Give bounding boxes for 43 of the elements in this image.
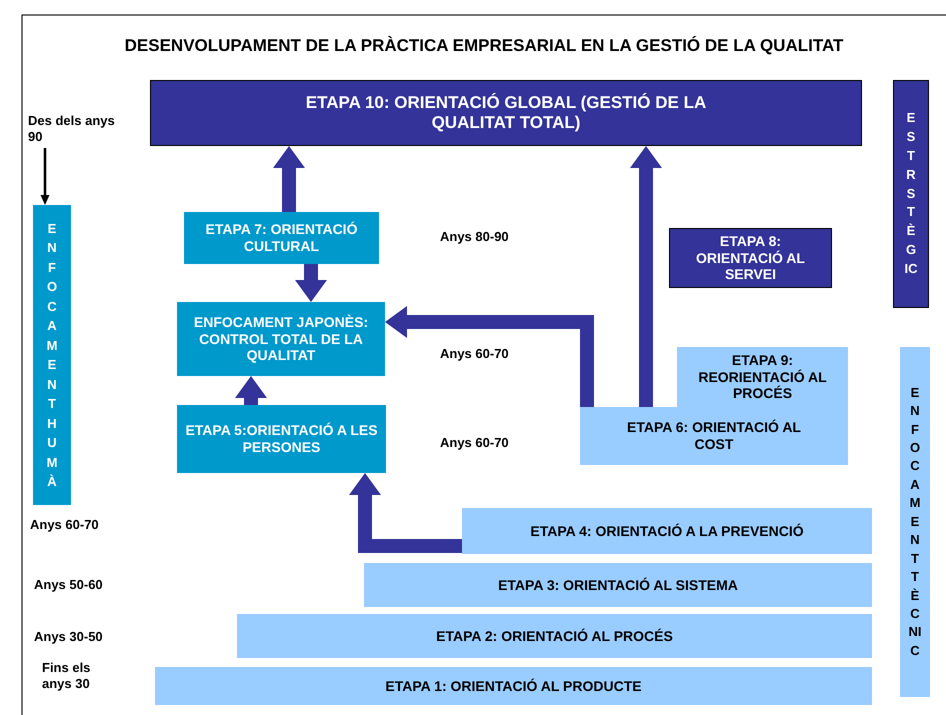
- thick-arrow: [295, 264, 327, 302]
- stage-box: [580, 407, 848, 465]
- stage-box: [184, 212, 379, 264]
- stage-label: ETAPA 3: ORIENTACIÓ AL SISTEMA: [498, 576, 738, 594]
- stage-box: [155, 667, 872, 705]
- period-label: Anys 30-50: [34, 629, 103, 645]
- diagram-title: DESENVOLUPAMENT DE LA PRÀCTICA EMPRESARIAL EN LA GESTIÓ DE LA QUALITAT: [124, 36, 844, 56]
- stage-label: ETAPA 4: ORIENTACIÓ A LA PREVENCIÓ: [530, 522, 804, 540]
- stage-box: [669, 228, 832, 288]
- period-label: Anys 60-70: [440, 346, 509, 362]
- period-label: Des dels anys 90: [28, 113, 116, 145]
- period-label: Anys 80-90: [440, 229, 509, 245]
- thick-arrow: [630, 146, 662, 407]
- stage-label: ENFOCAMENT JAPONÈS: CONTROL TOTAL DE LA QUALITAT: [192, 314, 370, 364]
- stage-box: [677, 347, 848, 407]
- period-label: Anys 50-60: [34, 577, 103, 593]
- thick-arrow: [385, 306, 594, 407]
- stage-label: ETAPA 6: ORIENTACIÓ AL COST: [626, 419, 802, 453]
- stage-label: ETAPA 5:ORIENTACIÓ A LES PERSONES: [184, 422, 379, 456]
- stage-label: ETAPA 2: ORIENTACIÓ AL PROCÉS: [436, 628, 673, 644]
- stage-label: ETAPA 10: ORIENTACIÓ GLOBAL (GESTIÓ DE LA QUALITAT TOTAL): [304, 92, 708, 134]
- stage-label: ETAPA 9: REORIENTACIÓ AL PROCÉS: [697, 352, 828, 402]
- stage-box: [177, 302, 385, 376]
- arrow: [40, 148, 50, 205]
- vertical-label: ENFOCAMENT TÈCNIC: [908, 384, 922, 660]
- thick-arrow: [235, 376, 267, 405]
- period-label: Fins els anys 30: [42, 660, 92, 692]
- vertical-band: [893, 80, 929, 308]
- stage-box: [462, 508, 872, 554]
- stage-box: [177, 405, 386, 473]
- period-label: Anys 60-70: [30, 517, 99, 533]
- stage-box: [237, 614, 872, 658]
- vertical-band: [900, 347, 930, 697]
- period-label: Anys 60-70: [440, 435, 509, 451]
- stage-box: [150, 80, 862, 146]
- stage-label: ETAPA 7: ORIENTACIÓ CULTURAL: [204, 221, 358, 255]
- stage-box: [364, 563, 872, 607]
- vertical-label: ESTRSTÈGIC: [904, 109, 918, 278]
- stage-label: ETAPA 1: ORIENTACIÓ AL PRODUCTE: [385, 678, 642, 694]
- vertical-band: [33, 205, 71, 505]
- vertical-label: ENFOCAMENT HUMÀ: [46, 220, 58, 491]
- thick-arrow: [273, 146, 305, 212]
- stage-label: ETAPA 8: ORIENTACIÓ AL SERVEI: [696, 232, 806, 284]
